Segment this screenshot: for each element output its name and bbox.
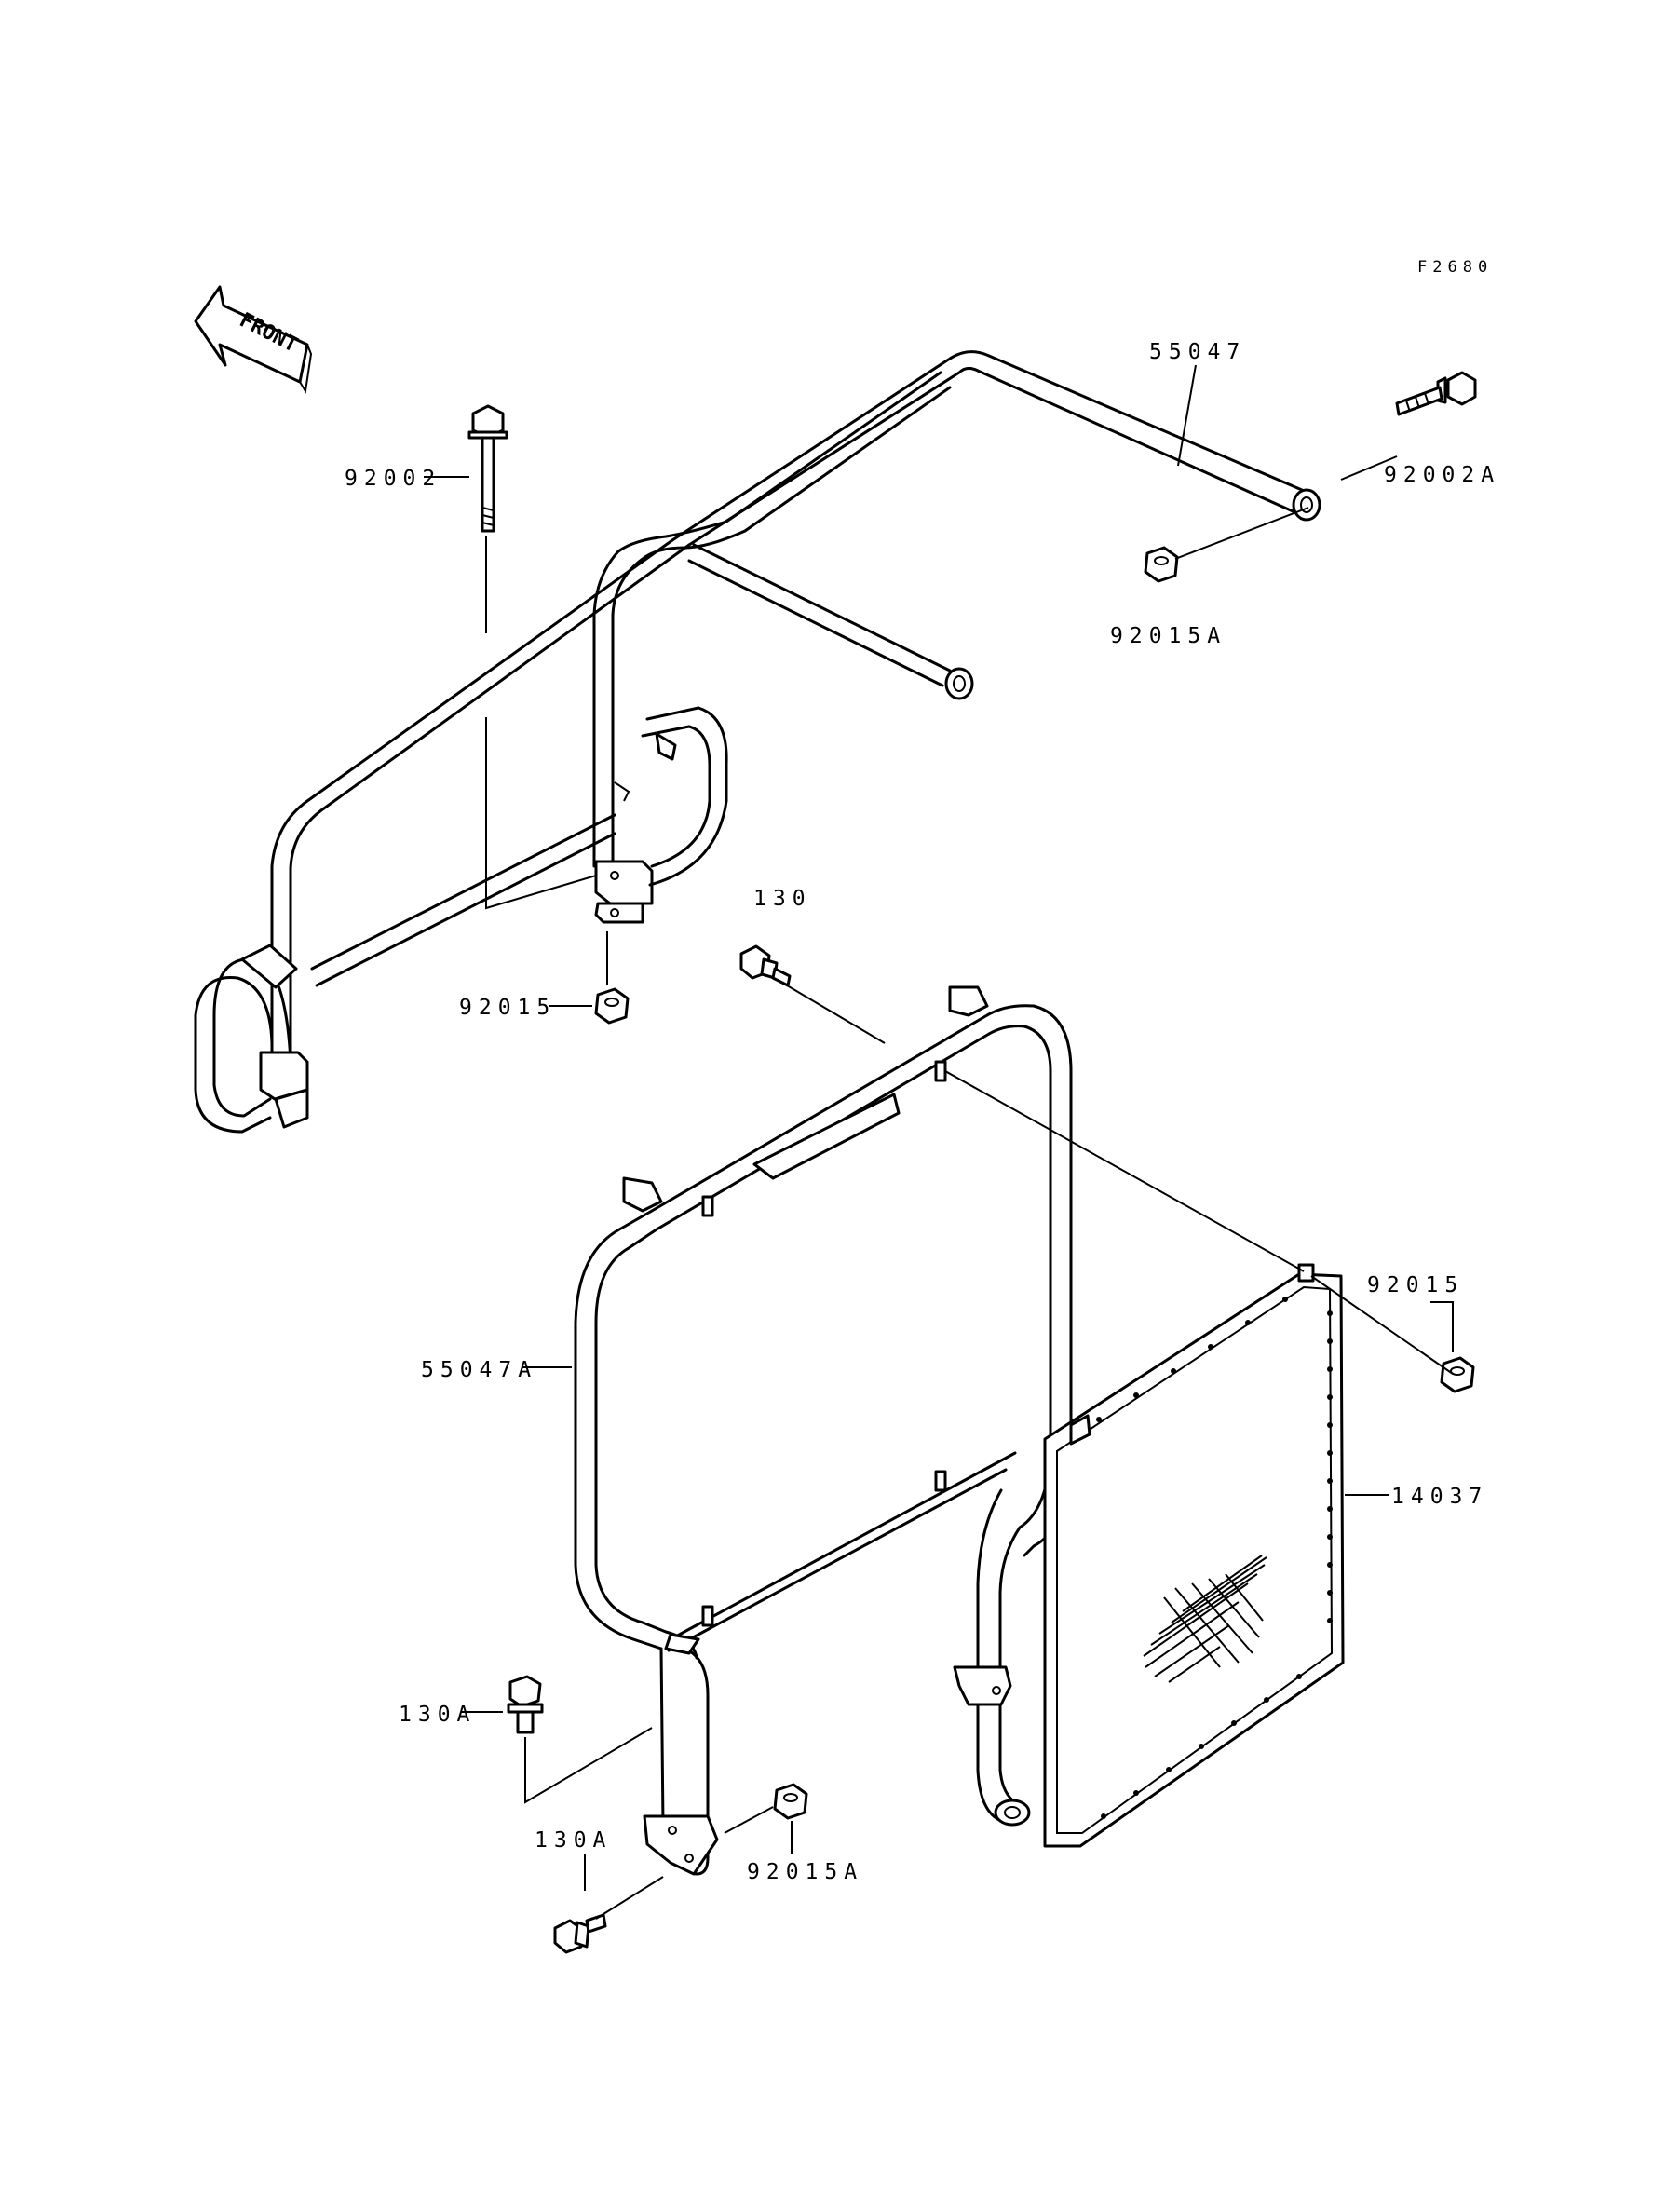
- label-130a-upper: 130A: [399, 1703, 476, 1727]
- label-92015a-top: 92015A: [1110, 624, 1226, 648]
- bolt-130a-lower: [553, 1913, 607, 1954]
- label-130a-lower: 130A: [535, 1828, 612, 1853]
- screen-rivets: [1096, 1297, 1333, 1819]
- label-55047: 55047: [1149, 340, 1246, 364]
- guard-55047: [194, 350, 1321, 1134]
- screen-mesh: [1143, 1555, 1267, 1683]
- label-92002a: 92002A: [1384, 463, 1500, 487]
- figure-code: F2680: [1417, 258, 1493, 277]
- nut-92015a-bottom: [773, 1783, 808, 1820]
- label-130: 130: [753, 887, 812, 911]
- nut-92015-right: [1440, 1356, 1475, 1393]
- label-92015a-bottom: 92015A: [747, 1860, 863, 1884]
- bolt-92002: [467, 404, 508, 533]
- bolt-130a-upper: [507, 1675, 544, 1734]
- front-direction-arrow: FRONT: [194, 285, 313, 394]
- bolt-130: [739, 944, 792, 987]
- label-92015-right: 92015: [1367, 1273, 1464, 1297]
- nut-92015a-top: [1144, 546, 1179, 583]
- label-14037: 14037: [1391, 1485, 1488, 1509]
- bolt-92002a: [1395, 371, 1477, 416]
- nut-92015-left: [594, 987, 630, 1025]
- screen-14037: [1043, 1263, 1345, 1848]
- label-55047a: 55047A: [421, 1358, 537, 1382]
- leader-lines: [424, 364, 1454, 1920]
- label-92002: 92002: [345, 467, 441, 491]
- label-92015-left: 92015: [459, 996, 556, 1020]
- guard-55047a: [574, 985, 1073, 1876]
